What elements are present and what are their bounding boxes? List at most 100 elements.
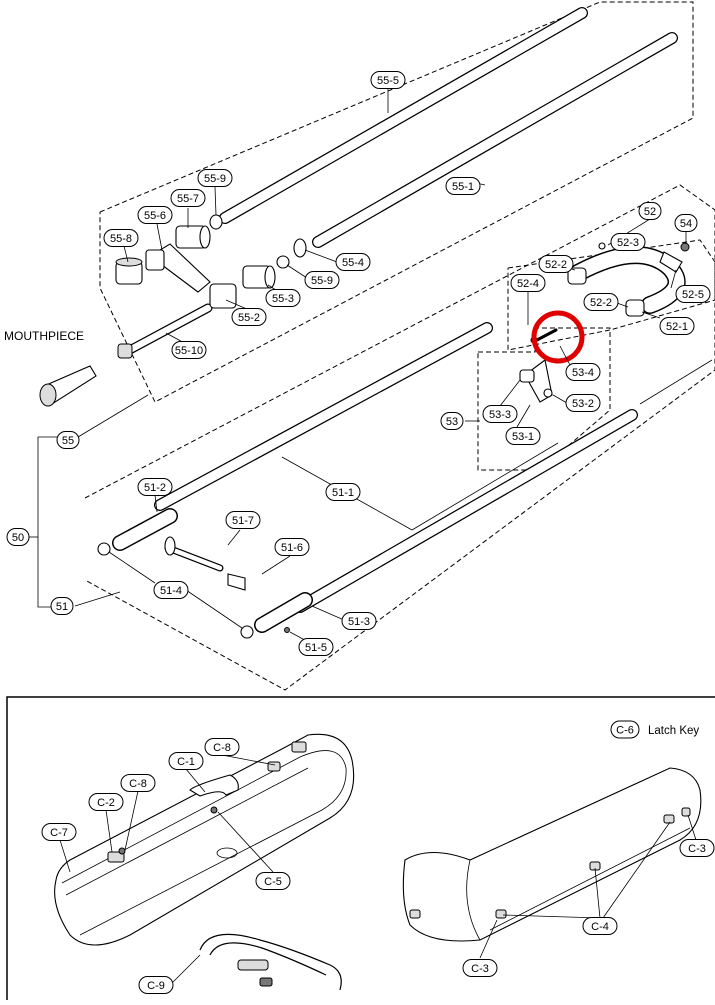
- part-label-bubble: [274, 538, 310, 556]
- part-label-bubble: [153, 581, 189, 599]
- mouthpiece-drawing: [39, 365, 97, 407]
- part-label-bubble: [168, 752, 204, 770]
- part-label-bubble: [103, 229, 139, 247]
- part-label-bubble: [565, 363, 601, 381]
- part-label-text: C-8: [129, 778, 147, 790]
- part-label-bubble: [679, 839, 715, 857]
- part-label-text: C-3: [471, 963, 489, 975]
- part-label-text: 51-4: [160, 585, 182, 597]
- part-label: 53-2: [565, 394, 601, 412]
- part-label-text: 52-4: [517, 278, 539, 290]
- part-label: 51-1: [325, 483, 361, 501]
- part-label-text: 55: [62, 435, 74, 447]
- part-label-bubble: [674, 214, 698, 232]
- part-label-text: 55-6: [144, 210, 166, 222]
- part-label: C-4: [582, 917, 618, 935]
- part-label: 53-4: [565, 363, 601, 381]
- part-label-bubble: [120, 774, 156, 792]
- part-label-bubble: [50, 597, 74, 615]
- part-label-bubble: [638, 202, 662, 220]
- water-key: [519, 328, 558, 403]
- dashed-group-52: [507, 239, 715, 351]
- part-label: 55: [56, 431, 80, 449]
- part-label: 52-2: [583, 293, 619, 311]
- latch-key-code: C-6: [616, 725, 634, 737]
- part-label-text: 51-2: [144, 482, 166, 494]
- part-label-bubble: [341, 612, 377, 630]
- part-label-bubble: [225, 511, 261, 529]
- part-label-bubble: [445, 177, 481, 195]
- part-label-text: 55-5: [377, 75, 399, 87]
- part-label: 55-3: [265, 289, 301, 307]
- part-label-text: 55-2: [238, 312, 260, 324]
- latch-key-label: Latch Key: [648, 725, 699, 737]
- part-label-text: 55-7: [177, 193, 199, 205]
- part-label-text: 55-10: [175, 345, 203, 357]
- part-label: 53: [440, 412, 464, 430]
- part-label-text: C-1: [177, 756, 195, 768]
- part-label: 50: [6, 528, 30, 546]
- slide-bow: [567, 242, 690, 317]
- part-label: 51-5: [298, 638, 334, 656]
- part-label-bubble: [482, 405, 518, 423]
- part-label-text: 51: [56, 601, 68, 613]
- part-label-bubble: [41, 823, 77, 841]
- part-label: 55-10: [171, 341, 207, 359]
- part-label-bubble: [170, 189, 206, 207]
- part-label-text: C-2: [97, 797, 115, 809]
- part-label-bubble: [582, 917, 618, 935]
- part-label: 51-2: [137, 478, 173, 496]
- part-label-bubble: [171, 341, 207, 359]
- part-label-text: 54: [680, 218, 692, 230]
- part-label: 52-5: [675, 285, 711, 303]
- highlight-circle: [531, 310, 585, 364]
- lead-pipe-parts: [115, 214, 307, 359]
- part-label: 51: [50, 597, 74, 615]
- shoulder-strap: [199, 933, 342, 991]
- part-label-bubble: [231, 308, 267, 326]
- part-label-bubble: [335, 253, 371, 271]
- part-label-text: C-5: [264, 876, 282, 888]
- part-label: 53-3: [482, 405, 518, 423]
- part-label-bubble: [610, 233, 646, 251]
- part-label-text: 51-3: [348, 616, 370, 628]
- part-label-bubble: [440, 412, 464, 430]
- part-label: C-7: [41, 823, 77, 841]
- part-label-bubble: [138, 976, 174, 994]
- part-label-bubble: [88, 793, 124, 811]
- part-label-bubble: [325, 483, 361, 501]
- case-left: [54, 733, 355, 946]
- latch-key-legend: C-6 Latch Key: [610, 720, 699, 739]
- part-label: 55-9: [304, 271, 340, 289]
- part-label: 51-6: [274, 538, 310, 556]
- part-label-bubble: [505, 427, 541, 445]
- dashed-group-51: [84, 184, 715, 691]
- part-label-text: 52-1: [666, 321, 688, 333]
- stay-lines: [281, 359, 713, 531]
- part-label: 55-6: [137, 206, 173, 224]
- outer-slide-tubes: [219, 7, 678, 248]
- case-section-frame: [6, 696, 715, 1005]
- case-leader-lines: [59, 754, 697, 984]
- part-label-text: C-7: [50, 827, 68, 839]
- part-label-text: 50: [12, 532, 24, 544]
- part-label-bubble: [565, 394, 601, 412]
- part-label-bubble: [370, 71, 406, 89]
- part-label: 55-5: [370, 71, 406, 89]
- part-label: 55-4: [335, 253, 371, 271]
- part-label-text: 51-6: [281, 542, 303, 554]
- part-label-text: 52-5: [682, 289, 704, 301]
- part-label-bubble: [304, 271, 340, 289]
- part-label-bubble: [510, 274, 546, 292]
- part-label: C-1: [168, 752, 204, 770]
- part-label: 52-1: [659, 317, 695, 335]
- part-label-text: 51-5: [305, 642, 327, 654]
- part-label-text: C-3: [688, 843, 706, 855]
- part-label-bubble: [659, 317, 695, 335]
- part-label-bubble: [255, 872, 291, 890]
- part-label-bubble: [56, 431, 80, 449]
- part-label-text: C-8: [213, 742, 231, 754]
